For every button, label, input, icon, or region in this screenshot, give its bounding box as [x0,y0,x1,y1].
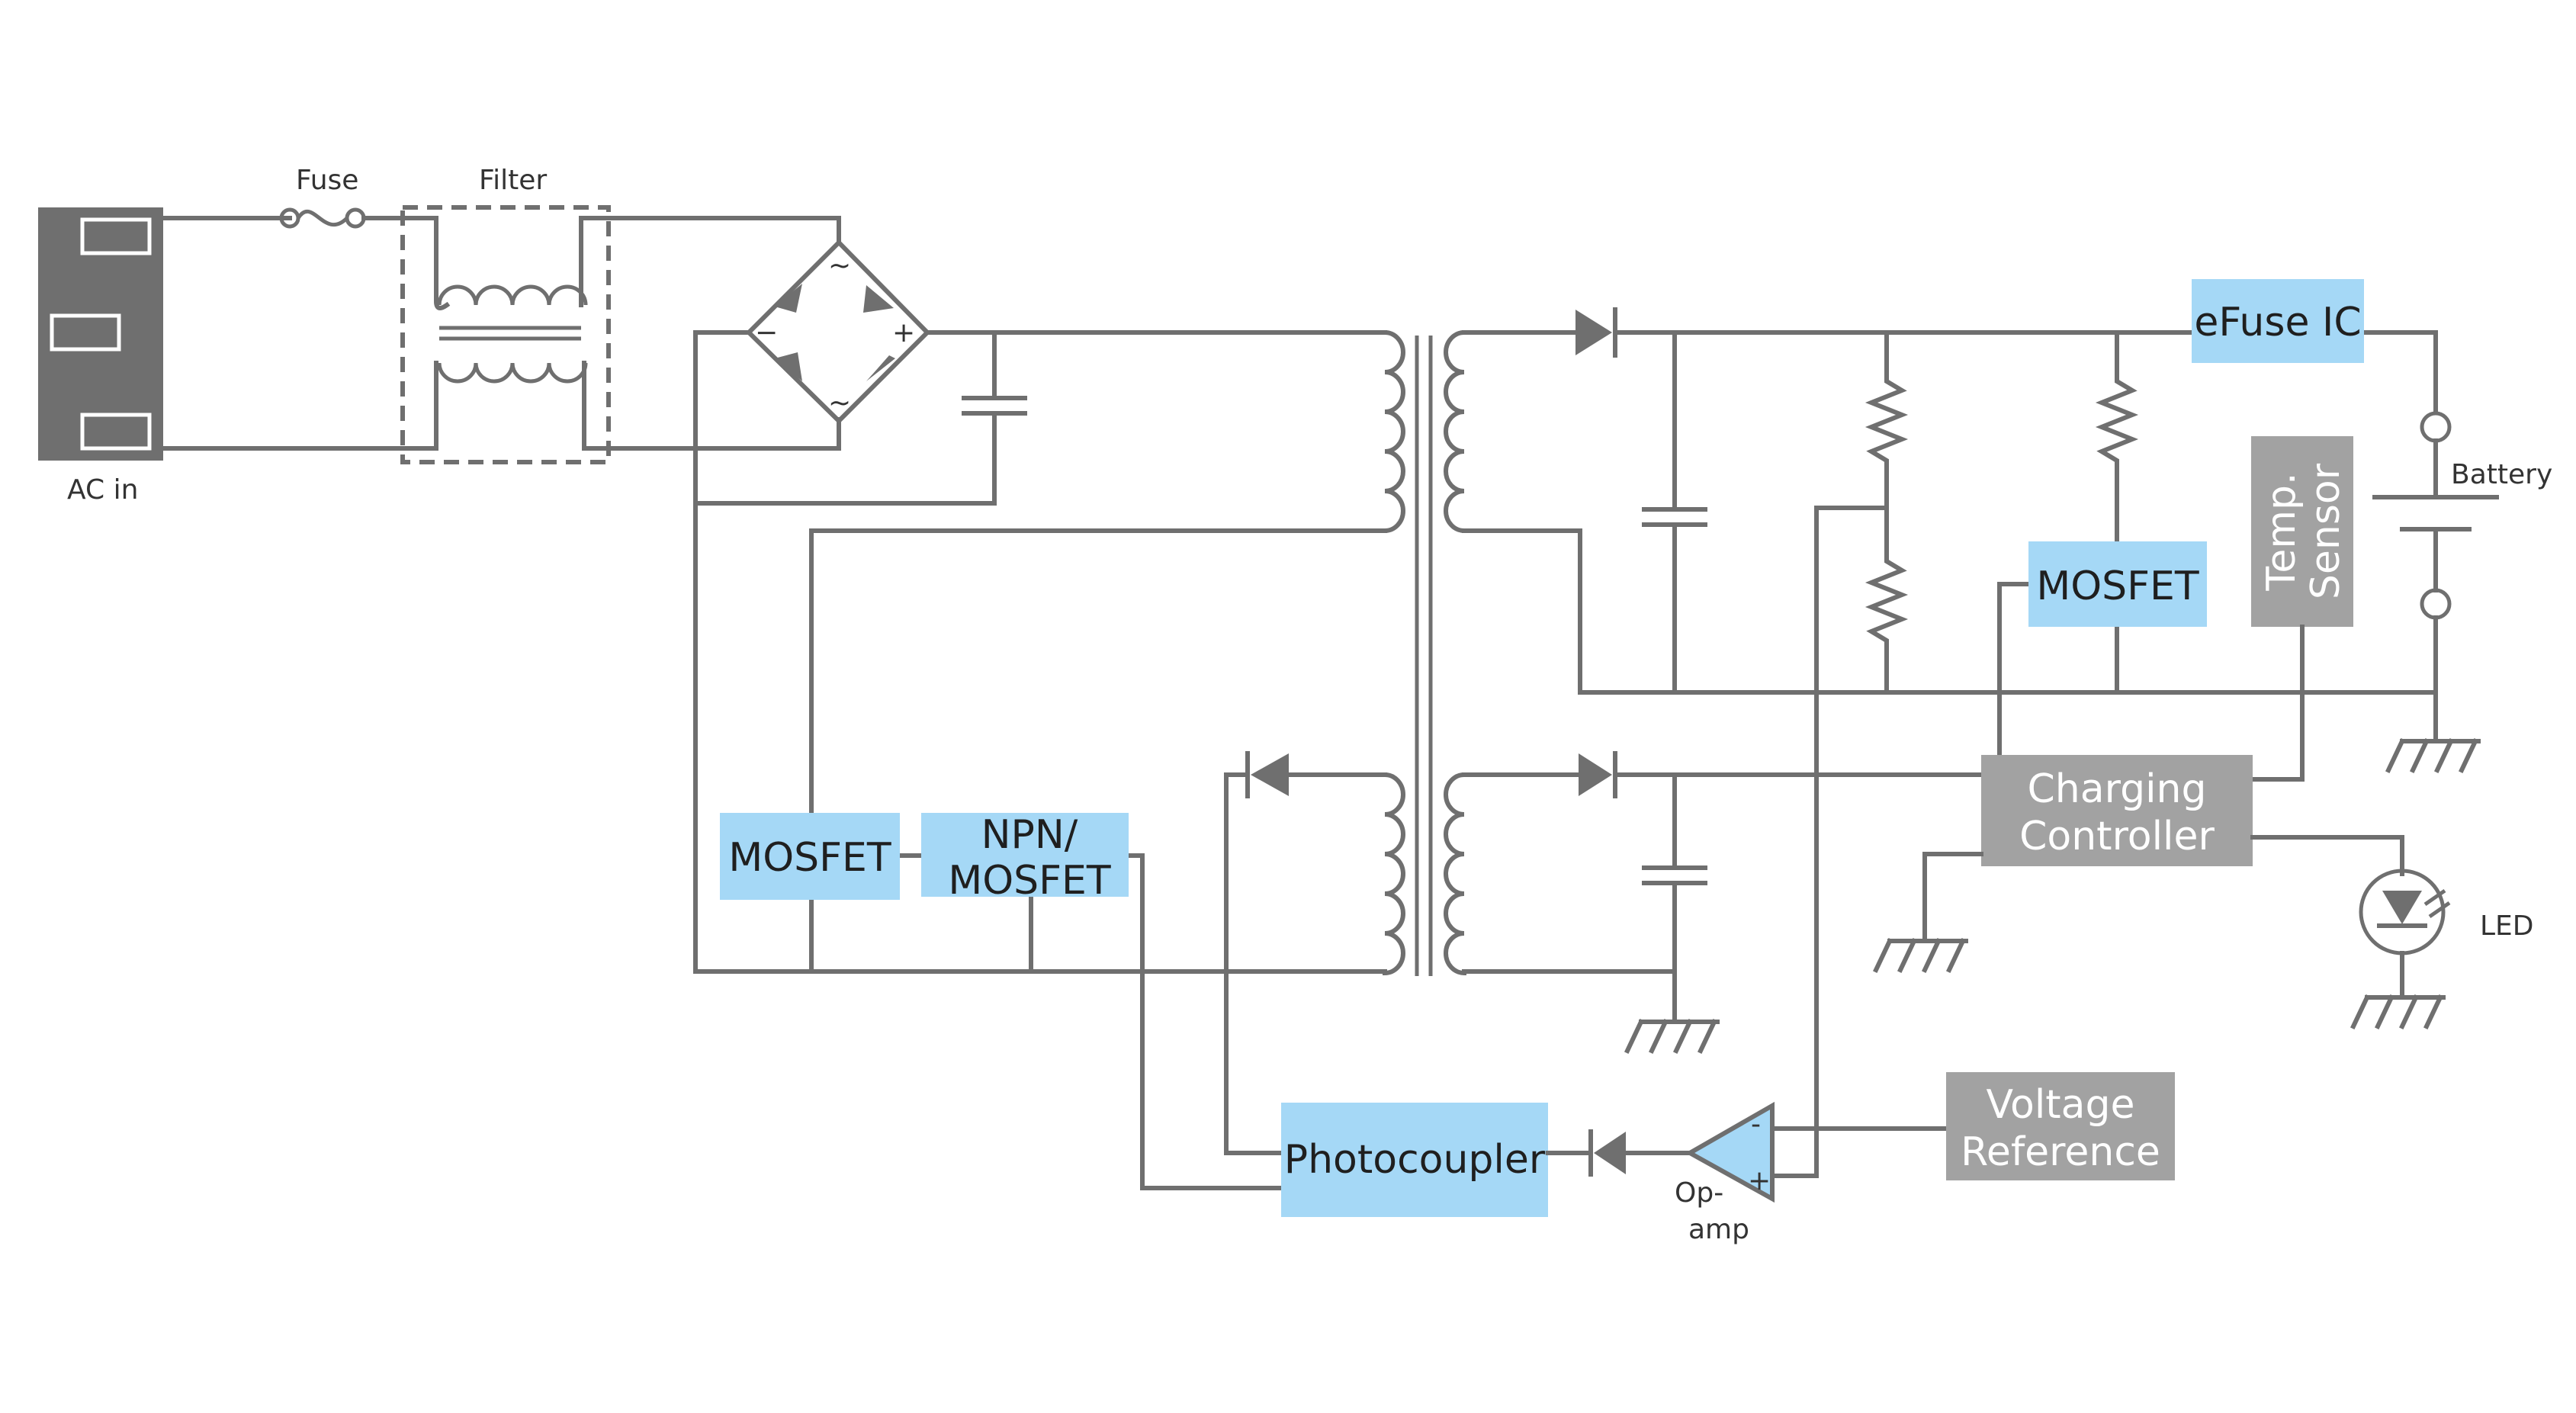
bulk-capacitor [693,330,1027,506]
opamp-plus-label: + [1748,1165,1771,1196]
temp-sensor-label-2: Sensor [2303,463,2349,599]
aux-diode [1245,751,1289,798]
npn-mosfet-label-1: NPN/ [981,812,1078,858]
temp-sensor-block [2251,436,2353,627]
filter-choke [400,205,611,464]
output-capacitor-top [1642,330,1707,695]
output-diode-top [1575,307,1617,358]
fuse-symbol [279,207,366,229]
feedback-diode [1588,1129,1626,1177]
op-amp-label-2: amp [1688,1214,1749,1245]
bridge-plus-label: + [892,317,915,348]
battery-symbol [2372,411,2499,743]
voltage-reference-label-1: Voltage [1986,1082,2134,1128]
bridge-ac-bottom-label: ~ [828,387,851,419]
efuse-ic-label: eFuse IC [2194,300,2361,345]
ac-in-label: AC in [67,474,138,506]
led-label: LED [2480,910,2534,942]
bridge-ac-top-label: ~ [828,250,851,281]
divider-resistors [1865,330,1909,695]
mosfet-secondary-label: MOSFET [2036,564,2199,609]
photocoupler-block [1281,1103,1548,1217]
mosfet-resistor [2095,330,2139,544]
bridge-minus-label: − [755,317,778,348]
ground-battery [2385,738,2481,773]
ground-led [2350,994,2446,1029]
mosfet-secondary-block [2028,541,2207,627]
led-symbol [2359,869,2451,955]
efuse-ic-block [2192,279,2364,363]
op-amp-symbol: - + [1685,1101,1775,1203]
ground-secondary [1624,1019,1720,1054]
npn-mosfet-block [921,813,1129,897]
photocoupler-label: Photocoupler [1284,1137,1546,1183]
transformer [809,329,1467,976]
voltage-reference-label-2: Reference [1961,1129,2160,1175]
bridge-rectifier: ~ ~ + − [745,239,931,425]
npn-mosfet-label-2: MOSFET [948,858,1111,904]
mosfet-primary-label: MOSFET [728,835,891,881]
output-capacitor-bottom [1642,772,1707,1024]
filter-label: Filter [479,165,547,196]
opamp-minus-label: - [1751,1109,1761,1140]
op-amp-label-1: Op- [1675,1177,1723,1209]
ac-input-connector [38,207,163,461]
battery-label: Battery [2451,459,2552,490]
charging-controller-label-1: Charging [2027,766,2206,812]
fuse-label: Fuse [296,165,358,196]
voltage-reference-block [1946,1072,2175,1180]
charging-controller-label-2: Controller [2019,814,2215,859]
ground-controller [1873,938,1968,973]
temp-sensor-label-1: Temp. [2259,472,2305,591]
charging-controller-block [1981,755,2253,866]
output-diode-bottom [1579,751,1617,798]
mosfet-primary-block [720,813,900,900]
